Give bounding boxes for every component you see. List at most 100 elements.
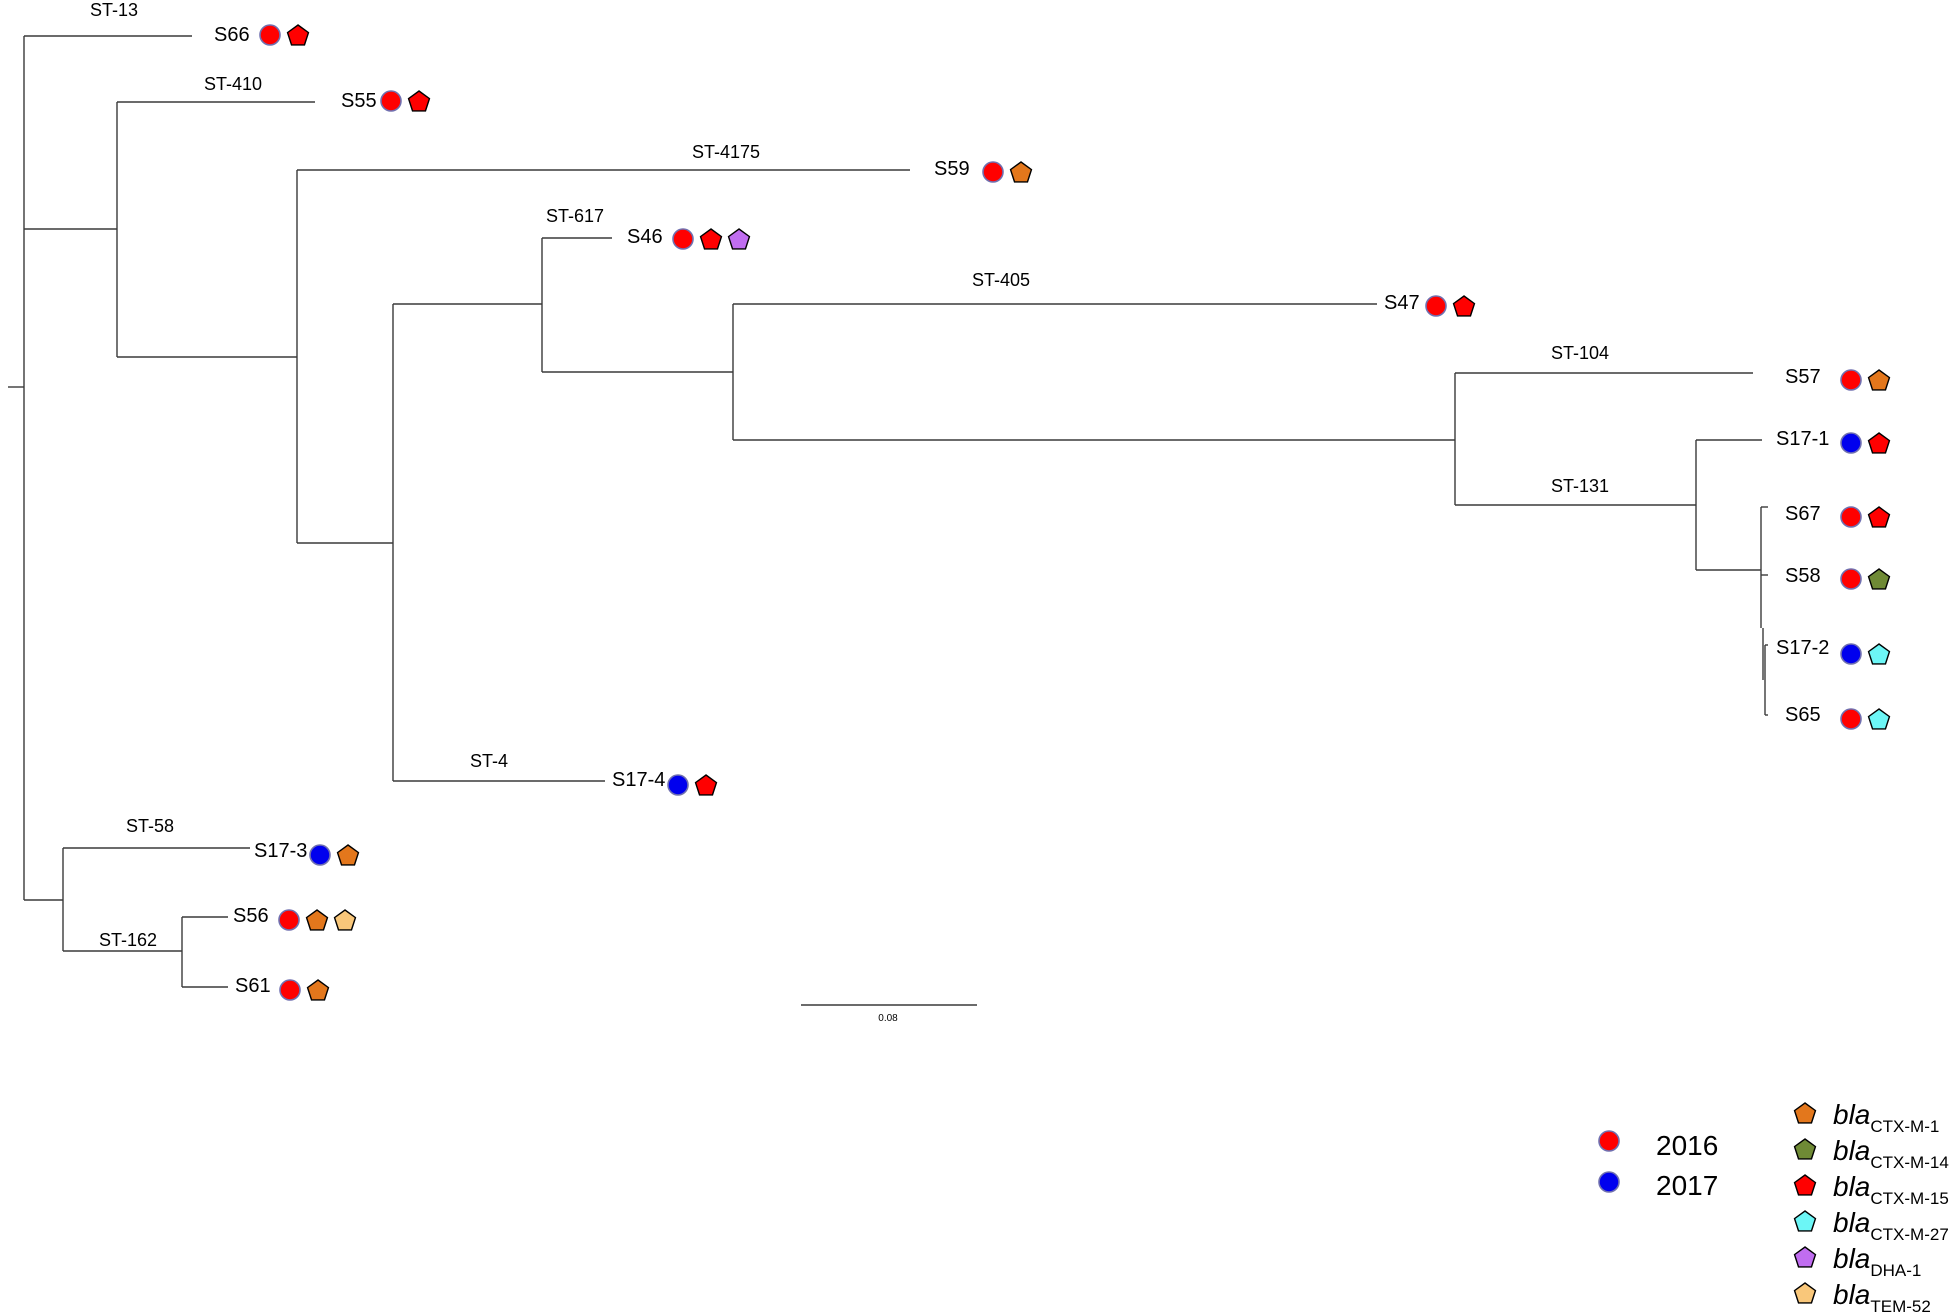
red-circle-icon: [672, 228, 694, 250]
pentagon-icon: [1793, 1138, 1817, 1160]
red-circle-icon: [1840, 506, 1862, 528]
tip-marker-group: [1840, 643, 1891, 665]
tip-marker-group: [1840, 432, 1891, 454]
tip-marker-group: [982, 161, 1033, 183]
tip-marker-group: [1840, 506, 1891, 528]
pentagon-icon: [1867, 708, 1891, 730]
sequence-type-labels: ST-13 ST-410 ST-4175 ST-617 ST-405 ST-10…: [90, 0, 1609, 950]
legend-year-2017: 2017: [1598, 1170, 1718, 1201]
pentagon-icon: [1793, 1102, 1817, 1124]
red-circle-icon: [1840, 708, 1862, 730]
red-circle-icon: [380, 90, 402, 112]
st-label: ST-410: [204, 74, 262, 94]
tip-label: S61: [235, 975, 271, 997]
tip-marker-group: [380, 90, 431, 112]
tip-label: S17-1: [1776, 428, 1829, 450]
tip-label: S66: [214, 24, 250, 46]
tip-label: S17-2: [1776, 637, 1829, 659]
st-label: ST-13: [90, 0, 138, 20]
tip-markers: [259, 24, 1891, 1001]
st-label: ST-131: [1551, 476, 1609, 496]
tip-label: S17-3: [254, 840, 307, 862]
legend-gene-ctx-m-15: blaCTX-M-15: [1793, 1171, 1949, 1208]
legend-gene-tem-52: blaTEM-52: [1793, 1279, 1931, 1314]
tip-marker-group: [309, 844, 360, 866]
blue-circle-icon: [1598, 1171, 1620, 1193]
tip-label: S56: [233, 905, 269, 927]
tip-marker-group: [1840, 369, 1891, 391]
pentagon-icon: [727, 228, 751, 250]
tip-marker-group: [1840, 708, 1891, 730]
pentagon-icon: [1867, 568, 1891, 590]
pentagon-icon: [286, 24, 310, 46]
blue-circle-icon: [309, 844, 331, 866]
tip-label: S17-4: [612, 769, 665, 791]
tip-label: S59: [934, 158, 970, 180]
pentagon-icon: [1867, 369, 1891, 391]
pentagon-icon: [1793, 1246, 1817, 1268]
legend-gene-label: blaTEM-52: [1833, 1279, 1931, 1314]
tip-marker-group: [259, 24, 310, 46]
red-circle-icon: [1840, 369, 1862, 391]
tree-branches: [8, 35, 1768, 988]
legend-year-2016: 2016: [1598, 1130, 1718, 1161]
tip-label: S67: [1785, 503, 1821, 525]
legend-gene-ctx-m-27: blaCTX-M-27: [1793, 1207, 1949, 1244]
legend-gene-ctx-m-14: blaCTX-M-14: [1793, 1135, 1949, 1172]
pentagon-icon: [694, 774, 718, 796]
legend-years: 2016 2017: [1598, 1130, 1718, 1201]
tip-label: S46: [627, 226, 663, 248]
red-circle-icon: [278, 909, 300, 931]
st-label: ST-104: [1551, 343, 1609, 363]
pentagon-icon: [336, 844, 360, 866]
tip-marker-group: [1840, 568, 1891, 590]
legend-gene-ctx-m-1: blaCTX-M-1: [1793, 1099, 1939, 1136]
legend-gene-label: blaDHA-1: [1833, 1243, 1921, 1280]
pentagon-icon: [306, 979, 330, 1001]
scale-bar: 0.08: [801, 1004, 977, 1024]
pentagon-icon: [305, 909, 329, 931]
tip-marker-group: [278, 909, 357, 931]
tip-marker-group: [672, 228, 751, 250]
tip-labels: S66 S55 S59 S46 S47 S57 S17-1 S67 S58 S1…: [214, 24, 1829, 997]
legend-gene-dha-1: blaDHA-1: [1793, 1243, 1921, 1280]
st-label: ST-58: [126, 816, 174, 836]
tip-marker-group: [667, 774, 718, 796]
red-circle-icon: [1598, 1130, 1620, 1152]
legend-gene-label: blaCTX-M-1: [1833, 1099, 1939, 1136]
st-label: ST-617: [546, 206, 604, 226]
blue-circle-icon: [1840, 432, 1862, 454]
tip-marker-group: [279, 979, 330, 1001]
tip-label: S47: [1384, 292, 1420, 314]
red-circle-icon: [1840, 568, 1862, 590]
legend-gene-label: blaCTX-M-15: [1833, 1171, 1949, 1208]
st-label: ST-162: [99, 930, 157, 950]
pentagon-icon: [407, 90, 431, 112]
legend-year-label: 2016: [1656, 1130, 1718, 1161]
blue-circle-icon: [1840, 643, 1862, 665]
pentagon-icon: [1867, 506, 1891, 528]
legend-year-label: 2017: [1656, 1170, 1718, 1201]
tip-label: S58: [1785, 565, 1821, 587]
red-circle-icon: [1425, 295, 1447, 317]
pentagon-icon: [333, 909, 357, 931]
red-circle-icon: [259, 24, 281, 46]
pentagon-icon: [1452, 295, 1476, 317]
blue-circle-icon: [667, 774, 689, 796]
pentagon-icon: [1793, 1282, 1817, 1304]
st-label: ST-4: [470, 751, 508, 771]
legend-genes: blaCTX-M-1 blaCTX-M-14 blaCTX-M-15 blaCT…: [1793, 1099, 1949, 1314]
pentagon-icon: [1867, 432, 1891, 454]
pentagon-icon: [1867, 643, 1891, 665]
red-circle-icon: [982, 161, 1004, 183]
st-label: ST-4175: [692, 142, 760, 162]
tip-label: S65: [1785, 704, 1821, 726]
red-circle-icon: [279, 979, 301, 1001]
scale-bar-label: 0.08: [878, 1013, 898, 1024]
st-label: ST-405: [972, 270, 1030, 290]
pentagon-icon: [1793, 1210, 1817, 1232]
tip-label: S57: [1785, 366, 1821, 388]
legend-gene-label: blaCTX-M-14: [1833, 1135, 1949, 1172]
pentagon-icon: [699, 228, 723, 250]
